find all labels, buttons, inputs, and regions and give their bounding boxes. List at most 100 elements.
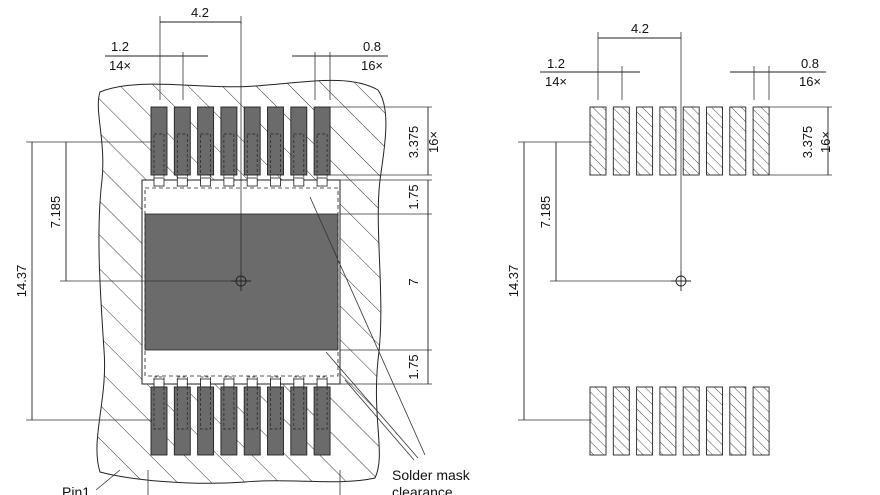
right-bottom-pad-2	[612, 386, 630, 456]
right-bottom-pad-7	[729, 386, 747, 456]
bottom-pad-5	[243, 386, 261, 456]
left-footprint-view: 4.2 1.2 14× 0.8 16× 3.375 16×	[14, 5, 471, 495]
solder-mask-callout: Solder mask clearance	[309, 196, 471, 495]
dim-pad-length-label: 3.375	[406, 126, 421, 159]
lead-tab-top-2	[176, 177, 188, 187]
right-bottom-pad-1	[589, 386, 607, 456]
bottom-pad-mask-2	[176, 376, 188, 430]
right-dim-pad-length: 3.375 16×	[769, 106, 833, 176]
bottom-pad-mask-1	[153, 376, 165, 430]
right-top-pad-row	[589, 106, 770, 176]
lead-tab-top-1	[153, 177, 165, 187]
bottom-pad-mask-5	[246, 376, 258, 430]
right-dim-pad-width-label: 1.2	[547, 56, 565, 71]
bottom-pad-mask-6	[270, 376, 281, 430]
solder-mask-label-line2: clearance	[392, 484, 453, 495]
dim-gap: 0.8 16×	[292, 39, 388, 100]
right-top-pad-4	[659, 106, 677, 176]
right-dim-pad-span: 14.37	[506, 141, 592, 421]
center-mark	[231, 22, 251, 291]
right-footprint-view: 4.2 1.2 14× 0.8 16× 3.375 16×	[506, 21, 833, 456]
right-dim-pad-span-label: 14.37	[506, 265, 521, 298]
right-dim-pad-length-label: 3.375	[800, 126, 815, 159]
bottom-pad-4	[220, 386, 238, 456]
bottom-pad-mask-4	[223, 376, 235, 430]
top-pad-7	[290, 106, 308, 176]
right-top-pad-3	[636, 106, 654, 176]
right-bottom-pad-5	[682, 386, 700, 456]
bottom-pad-1	[150, 386, 168, 456]
pin1-callout: Pin1	[62, 469, 341, 495]
dim-center-to-pad: 7.185	[48, 141, 231, 282]
dim-pad-length: 3.375 16×	[330, 106, 441, 176]
lead-tab-top-3	[200, 177, 212, 187]
top-pad-2	[173, 106, 191, 176]
bottom-pad-mask-3	[200, 376, 211, 430]
right-top-pad-1	[589, 106, 607, 176]
right-dim-center-to-pad: 7.185	[538, 141, 671, 282]
dim-pad-width-count: 14×	[109, 58, 131, 73]
right-dim-pitch: 4.2	[597, 21, 681, 100]
top-pad-6	[267, 106, 284, 176]
right-center-mark	[671, 32, 691, 291]
dim-pitch-label: 4.2	[191, 5, 209, 20]
top-pad-1	[150, 106, 168, 176]
right-top-pad-7	[729, 106, 747, 176]
bottom-pad-mask-8	[316, 376, 328, 430]
right-bottom-pad-row	[589, 386, 770, 456]
dim-pad-length-count: 16×	[426, 131, 441, 153]
bottom-pad-7	[290, 386, 308, 456]
bottom-pad-row	[150, 376, 331, 456]
bottom-pad-mask-7	[293, 376, 305, 430]
exposed-pad-outline	[144, 187, 339, 377]
right-top-pad-8	[752, 106, 770, 176]
right-dim-pad-width: 1.2 14×	[540, 56, 640, 100]
bottom-pad-6	[267, 386, 284, 456]
dim-pad-span-label: 14.37	[14, 265, 29, 298]
right-top-pad-6	[706, 106, 723, 176]
lead-tab-bot-2	[176, 378, 188, 388]
top-pad-4	[220, 106, 238, 176]
dim-pitch: 4.2	[159, 5, 242, 100]
dim-center-to-pad-label: 7.185	[48, 196, 63, 229]
right-dim-gap: 0.8 16×	[730, 56, 826, 100]
top-pad-3	[197, 106, 215, 176]
solder-mask-label-line1: Solder mask	[392, 467, 471, 483]
top-pad-row	[150, 106, 331, 388]
dim-ep-band-bottom-label: 1.75	[406, 354, 421, 379]
lead-tab-top-8	[316, 177, 328, 187]
lead-tab-bot-5	[246, 378, 258, 388]
lead-tab-bot-4	[223, 378, 235, 388]
bottom-pad-2	[173, 386, 191, 456]
lead-tab-top-5	[246, 177, 258, 187]
lead-tab-top-4	[223, 177, 235, 187]
lead-tab-bot-8	[316, 378, 328, 388]
dim-ep-height-label: 7	[406, 278, 421, 285]
dim-gap-label: 0.8	[363, 39, 381, 54]
bottom-pad-3	[197, 386, 215, 456]
right-dim-pitch-label: 4.2	[631, 21, 649, 36]
right-bottom-pad-3	[636, 386, 654, 456]
lead-tab-bot-7	[293, 378, 305, 388]
right-bottom-pad-8	[752, 386, 770, 456]
right-dim-pad-length-count: 16×	[818, 131, 833, 153]
exposed-pad	[144, 213, 339, 351]
lead-tab-top-7	[293, 177, 305, 187]
lead-tab-bot-3	[200, 378, 212, 388]
lead-tab-bot-1	[153, 378, 165, 388]
top-pad-8	[313, 106, 331, 176]
right-dim-gap-count: 16×	[799, 74, 821, 89]
dim-exposed-pad: 1.75 7 1.75	[340, 179, 432, 385]
dim-ep-band-top-label: 1.75	[406, 184, 421, 209]
right-top-pad-5	[682, 106, 700, 176]
top-pad-5	[243, 106, 261, 176]
dim-pad-width: 1.2 14×	[105, 39, 208, 100]
lead-tab-bot-6	[270, 378, 281, 388]
lead-tab-top-6	[270, 177, 281, 187]
right-top-pad-2	[612, 106, 630, 176]
right-dim-center-to-pad-label: 7.185	[538, 196, 553, 229]
right-dim-gap-label: 0.8	[801, 56, 819, 71]
right-dim-pad-width-count: 14×	[545, 74, 567, 89]
bottom-pad-8	[313, 386, 331, 456]
